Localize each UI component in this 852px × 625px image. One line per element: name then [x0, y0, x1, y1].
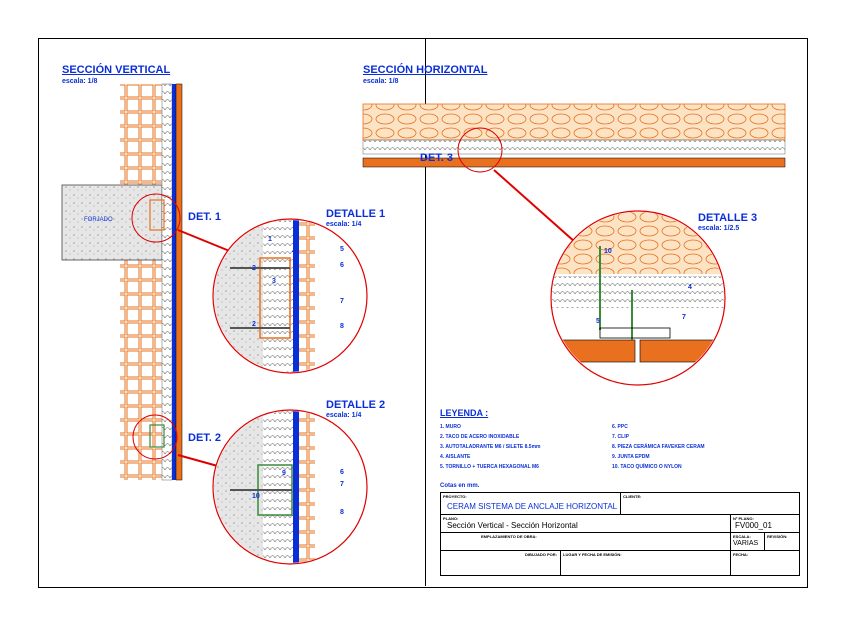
plano-value: Sección Vertical - Sección Horizontal	[447, 521, 578, 530]
callout: 5	[340, 246, 344, 253]
cliente-cell: CLIENTE:	[621, 493, 799, 515]
detalle-2-title: DETALLE 2	[326, 399, 386, 411]
legend-item: 1. MURO	[440, 424, 461, 430]
detail-2-drawing	[177, 409, 368, 565]
revision-cell: REVISIÓN:	[765, 533, 799, 551]
horizontal-section-scale: escala: 1/8	[363, 78, 399, 85]
detalle-3-scale: escala: 1/2.5	[698, 225, 740, 232]
legend-title: LEYENDA :	[440, 408, 489, 418]
vertical-section-drawing	[61, 83, 183, 481]
dibujado-cell: DIBUJADO POR:	[441, 551, 561, 575]
det-3-label: DET. 3	[420, 152, 454, 164]
fecha-cell: FECHA:	[731, 551, 799, 575]
legend-item: 7. CLIP	[612, 434, 629, 440]
callout: 7	[340, 298, 344, 305]
escala-label: ESCALA:	[733, 534, 751, 539]
firma-cell: LUGAR Y FECHA DE EMISIÓN:	[561, 551, 731, 575]
escala-cell: ESCALA: VARIAS	[731, 533, 765, 551]
nplano-cell: Nº PLANO: FV000_01	[731, 515, 799, 533]
callout: 8	[340, 509, 344, 516]
callout: 9	[282, 470, 286, 477]
det-1-label: DET. 1	[188, 211, 222, 223]
dibujado-label: DIBUJADO POR:	[525, 552, 558, 557]
callout: 2	[252, 321, 256, 328]
detalle-1-scale: escala: 1/4	[326, 221, 362, 228]
revision-label: REVISIÓN:	[767, 534, 788, 539]
sheet-divider	[425, 38, 426, 586]
title-block: PROYECTO: CERAM SISTEMA DE ANCLAJE HORIZ…	[440, 492, 800, 576]
nplano-label: Nº PLANO:	[733, 516, 754, 521]
legend-item: 9. JUNTA EPDM	[612, 454, 650, 460]
proyecto-cell: PROYECTO: CERAM SISTEMA DE ANCLAJE HORIZ…	[441, 493, 621, 515]
callout: 8	[340, 323, 344, 330]
callout: 10	[252, 493, 260, 500]
callout: 1	[268, 236, 272, 243]
legend-item: 2. TACO DE ACERO INOXIDABLE	[440, 434, 520, 440]
callout: 2	[252, 265, 256, 272]
horizontal-section-drawing	[362, 103, 786, 243]
forjado-label: FORJADO	[84, 217, 113, 223]
callout: 7	[682, 314, 686, 321]
callout: 7	[340, 481, 344, 488]
escala-value: VARIAS	[733, 540, 759, 547]
vertical-section-scale: escala: 1/8	[62, 78, 98, 85]
horizontal-section-title: SECCIÓN HORIZONTAL	[363, 64, 488, 76]
legend-item: 3. AUTOTALADRANTE M6 / SILETE 8.5mm	[440, 444, 541, 450]
plano-label: PLANO:	[443, 516, 459, 521]
det-2-label: DET. 2	[188, 432, 222, 444]
callout: 6	[340, 469, 344, 476]
vertical-section-title: SECCIÓN VERTICAL	[62, 64, 171, 76]
proyecto-value: CERAM SISTEMA DE ANCLAJE HORIZONTAL	[447, 502, 618, 511]
drawing-frame	[38, 38, 808, 588]
fecha-label: FECHA:	[733, 552, 749, 557]
callout: 6	[340, 262, 344, 269]
legend-item: 8. PIEZA CERÁMICA FAVEKER CERAM	[612, 444, 705, 450]
detail-1-drawing	[177, 218, 368, 374]
cotas-note: Cotas en mm.	[440, 483, 480, 489]
emplazamiento-label: EMPLAZAMIENTO DE OBRA:	[481, 534, 537, 539]
callout: 10	[604, 248, 612, 255]
proyecto-label: PROYECTO:	[443, 494, 467, 499]
detalle-1-title: DETALLE 1	[326, 208, 386, 220]
callout: 4	[292, 248, 296, 255]
firma-label: LUGAR Y FECHA DE EMISIÓN:	[563, 552, 622, 557]
legend-item: 6. PPC	[612, 424, 628, 430]
legend-item: 10. TACO QUÍMICO O NYLON	[612, 464, 682, 470]
nplano-value: FV000_01	[735, 521, 772, 530]
plano-cell: PLANO: Sección Vertical - Sección Horizo…	[441, 515, 731, 533]
detalle-3-title: DETALLE 3	[698, 212, 758, 224]
emplazamiento-cell: EMPLAZAMIENTO DE OBRA:	[441, 533, 731, 551]
legend-item: 4. AISLANTE	[440, 454, 471, 460]
callout: 3	[272, 278, 276, 285]
cliente-label: CLIENTE:	[623, 494, 642, 499]
callout: 4	[688, 284, 692, 291]
legend-item: 5. TORNILLO + TUERCA HEXAGONAL M6	[440, 464, 539, 470]
detail-3-drawing	[550, 210, 726, 386]
callout: 5	[596, 318, 600, 325]
detalle-2-scale: escala: 1/4	[326, 412, 362, 419]
